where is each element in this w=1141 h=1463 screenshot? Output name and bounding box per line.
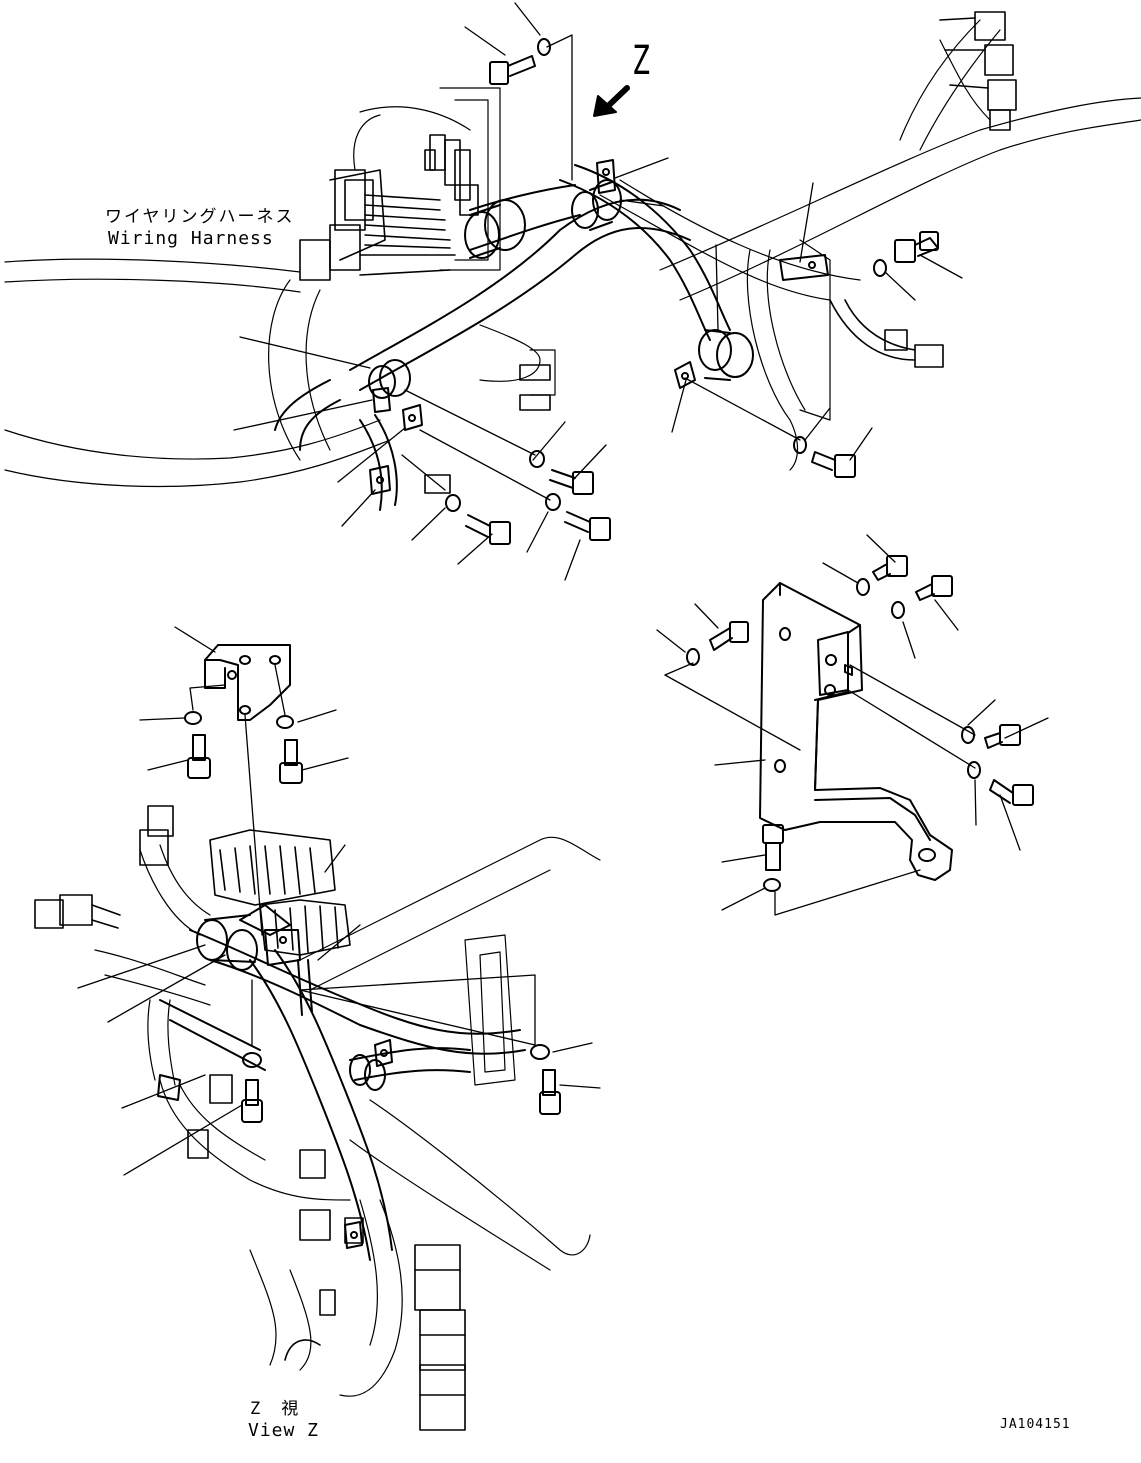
view-arrow-label: Z — [632, 38, 651, 84]
bracket-bolts — [686, 555, 1034, 892]
view-z-clamps — [157, 904, 393, 1249]
harness-label-japanese: ワイヤリングハーネス — [105, 207, 295, 227]
bracket-assembly — [759, 582, 953, 881]
view-label-english: View Z — [248, 1420, 320, 1441]
top-leader-lines — [233, 2, 963, 581]
bracket-leader-lines — [656, 534, 1049, 916]
small-plate-leaders — [139, 626, 349, 936]
view-z-bolts — [241, 1044, 561, 1123]
drawing-code: JA104151 — [1000, 1417, 1071, 1432]
top-harness-main — [274, 164, 731, 511]
small-plate — [204, 644, 291, 721]
top-bolts — [445, 38, 939, 545]
top-clamps — [368, 159, 829, 495]
view-z-leaders — [77, 844, 601, 1176]
view-z-harness-outline — [94, 836, 601, 1397]
small-plate-bolts — [184, 711, 303, 784]
view-label-japanese: Z 視 — [250, 1399, 301, 1419]
top-right-connectors — [424, 11, 1017, 494]
top-harness-outline — [4, 19, 1141, 488]
view-z-connectors — [34, 805, 466, 1431]
harness-label-english: Wiring Harness — [108, 228, 274, 249]
z-view-arrow — [593, 85, 630, 117]
connector-bank-top — [299, 134, 479, 281]
